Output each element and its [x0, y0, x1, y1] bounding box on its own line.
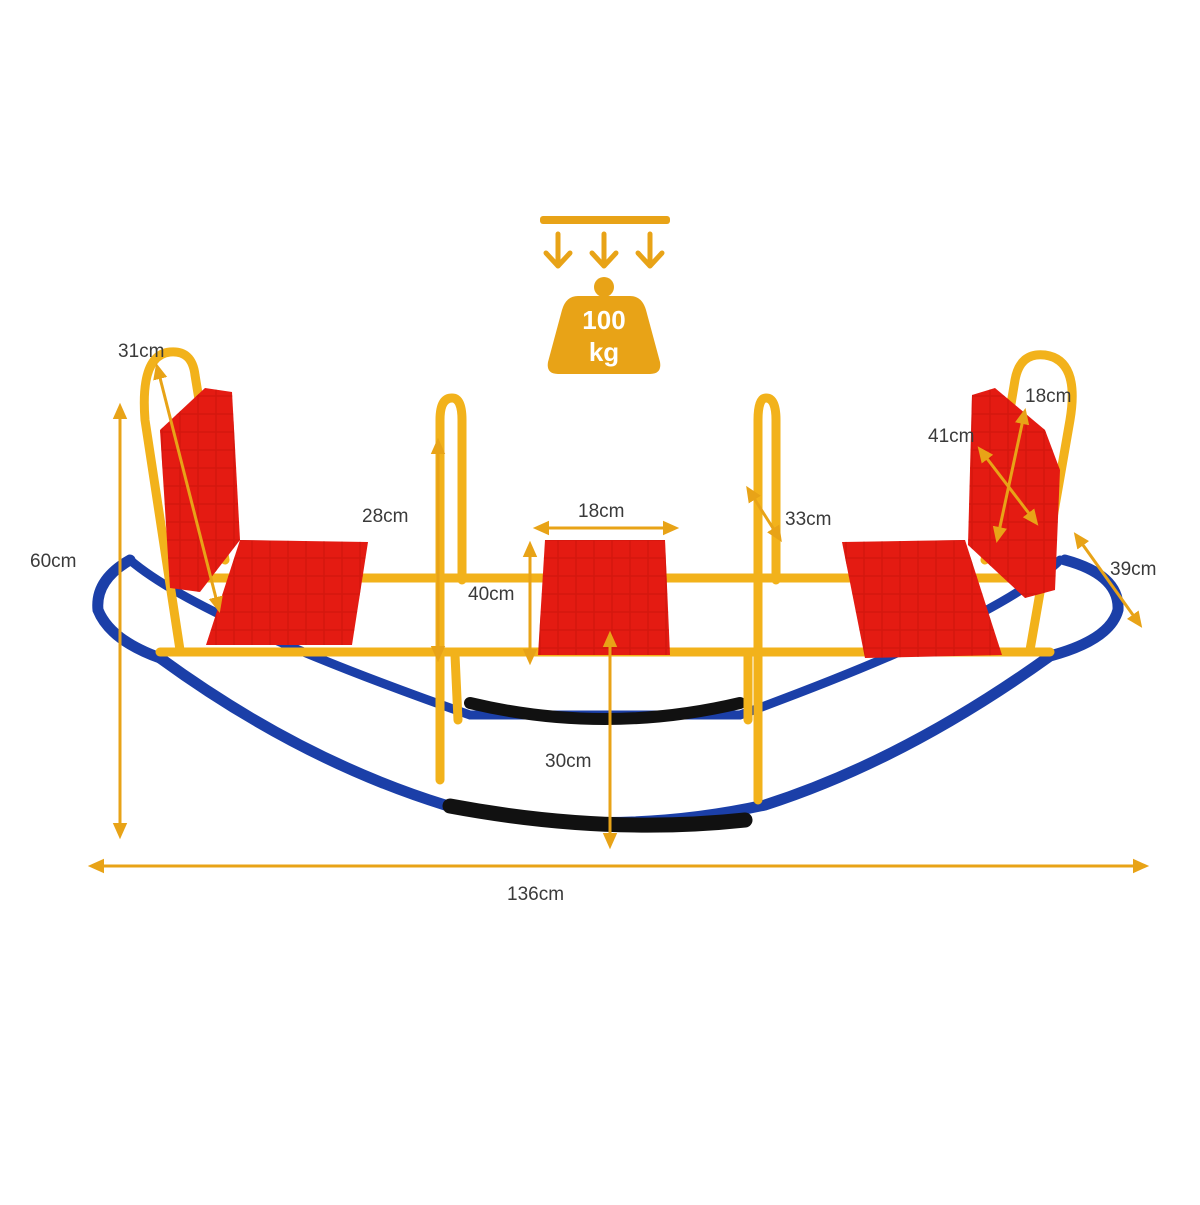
- load-badge: 100 kg: [540, 216, 670, 374]
- left-seat: [206, 540, 368, 645]
- down-arrow-icon: [635, 231, 665, 269]
- weight-value: 100: [582, 305, 625, 335]
- front-grip: [442, 798, 753, 833]
- down-arrow-icon: [543, 231, 573, 269]
- label-handle-width: 33cm: [785, 509, 831, 530]
- dimension-lines: [87, 363, 1150, 874]
- depth-arrow: [1073, 532, 1143, 628]
- handle-width-arrow: [746, 485, 782, 543]
- right-backrest-width-arrow: [977, 446, 1039, 526]
- label-seat-height: 40cm: [468, 584, 514, 605]
- label-ground-clearance: 30cm: [545, 751, 591, 772]
- down-arrow-icon: [589, 231, 619, 269]
- weight-unit: kg: [589, 337, 619, 367]
- label-overall-depth: 39cm: [1110, 559, 1156, 580]
- weight-icon: 100 kg: [547, 277, 661, 374]
- backrest-diagonal-arrow: [153, 363, 223, 613]
- dimension-labels: 31cm 60cm 28cm 18cm 40cm 33cm 18cm 41cm …: [30, 341, 1156, 905]
- label-right-backrest-width: 41cm: [928, 426, 974, 447]
- center-seat: [538, 540, 670, 655]
- label-overall-length: 136cm: [507, 884, 564, 905]
- label-overall-height: 60cm: [30, 551, 76, 572]
- load-bar: [540, 216, 670, 224]
- label-seat-gap: 28cm: [362, 506, 408, 527]
- label-center-seat-width: 18cm: [578, 501, 624, 522]
- right-seat: [842, 540, 1002, 658]
- label-backrest-diagonal: 31cm: [118, 341, 164, 362]
- label-right-backrest-height: 18cm: [1025, 386, 1071, 407]
